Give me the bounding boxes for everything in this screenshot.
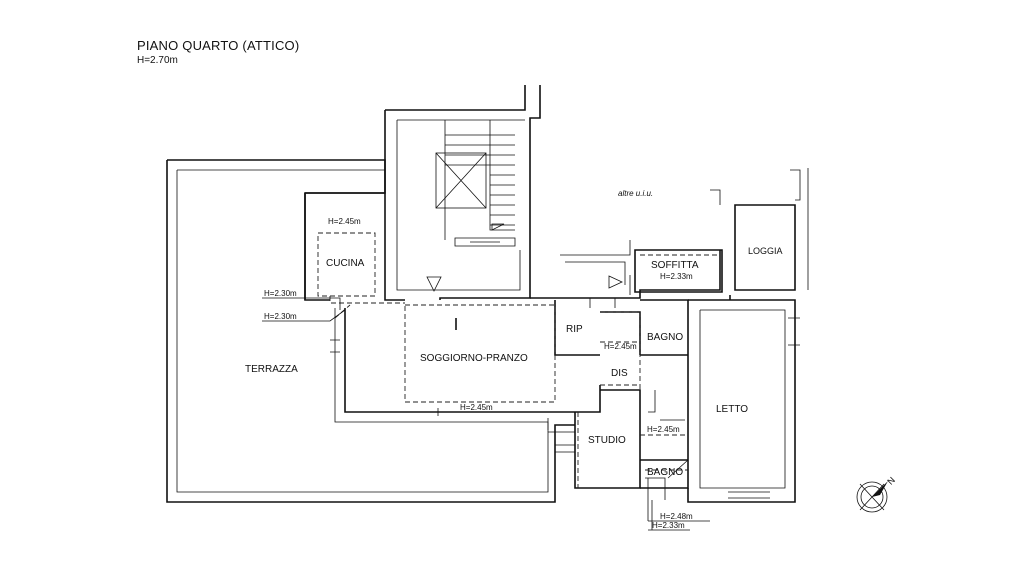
bagno-wall — [640, 299, 689, 489]
terrace-outer-wall — [166, 159, 575, 503]
height-label-terrace-1: H=2.30m — [264, 289, 297, 298]
stair-arrow-icon — [491, 223, 505, 231]
soffitta-wall — [634, 249, 723, 293]
room-label-bagno-top: BAGNO — [647, 332, 683, 343]
plan-height-note: H=2.70m — [137, 55, 178, 66]
bagno-detail — [645, 390, 689, 500]
stair-core-wall — [384, 85, 541, 301]
studio-wall — [574, 311, 641, 489]
bagno-dashed-outline — [640, 434, 688, 471]
room-label-loggia: LOGGIA — [748, 246, 783, 256]
label-altre-uiu: altre u.i.u. — [618, 189, 653, 198]
terrace-inner-wall — [176, 169, 575, 493]
bedroom-window — [728, 317, 800, 499]
room-label-studio: STUDIO — [588, 435, 626, 446]
height-label-bottom-2: H=2.33m — [652, 521, 685, 530]
north-compass-icon — [856, 481, 888, 513]
height-label-cucina: H=2.45m — [328, 217, 361, 226]
room-label-cucina: CUCINA — [326, 258, 365, 269]
room-label-dis: DIS — [611, 368, 628, 379]
stair-core-inner — [396, 119, 525, 291]
height-label-soffitta: H=2.33m — [660, 272, 693, 281]
soggiorno-dashed-outline — [404, 304, 556, 403]
height-label-terrace-2: H=2.30m — [264, 312, 297, 321]
height-label-bottom-1: H=2.48m — [660, 512, 693, 521]
room-label-soffitta: SOFFITTA — [651, 260, 699, 271]
soffitta-marker-icon — [608, 275, 623, 289]
cucina-dashed-outline — [317, 232, 376, 297]
compass-north-label: N — [885, 475, 897, 487]
room-label-rip: RIP — [566, 324, 583, 335]
room-label-terrazza: TERRAZZA — [245, 364, 298, 375]
staircase — [435, 120, 516, 247]
height-label-dis: H=2.45m — [604, 342, 637, 351]
height-label-soggiorno: H=2.45m — [460, 403, 493, 412]
living-room-wall-inner — [334, 308, 549, 432]
room-label-letto: LETTO — [716, 404, 748, 415]
entry-marker-icon — [426, 276, 442, 292]
height-leaders — [262, 297, 710, 531]
loggia-wall — [734, 204, 796, 291]
living-room-wall — [344, 308, 601, 425]
bedroom-inner — [699, 309, 786, 489]
room-label-bagno-bottom: BAGNO — [647, 467, 683, 478]
soffitta-access — [560, 240, 631, 295]
height-label-bagno: H=2.45m — [647, 425, 680, 434]
dis-dashed-outline — [577, 311, 641, 488]
door-marks — [330, 298, 690, 453]
neighbour-wall — [710, 168, 809, 290]
bedroom-wall — [687, 295, 796, 503]
plan-title: PIANO QUARTO (ATTICO) — [137, 38, 300, 53]
room-label-soggiorno: SOGGIORNO-PRANZO — [420, 353, 528, 364]
kitchen-wall — [304, 192, 385, 301]
